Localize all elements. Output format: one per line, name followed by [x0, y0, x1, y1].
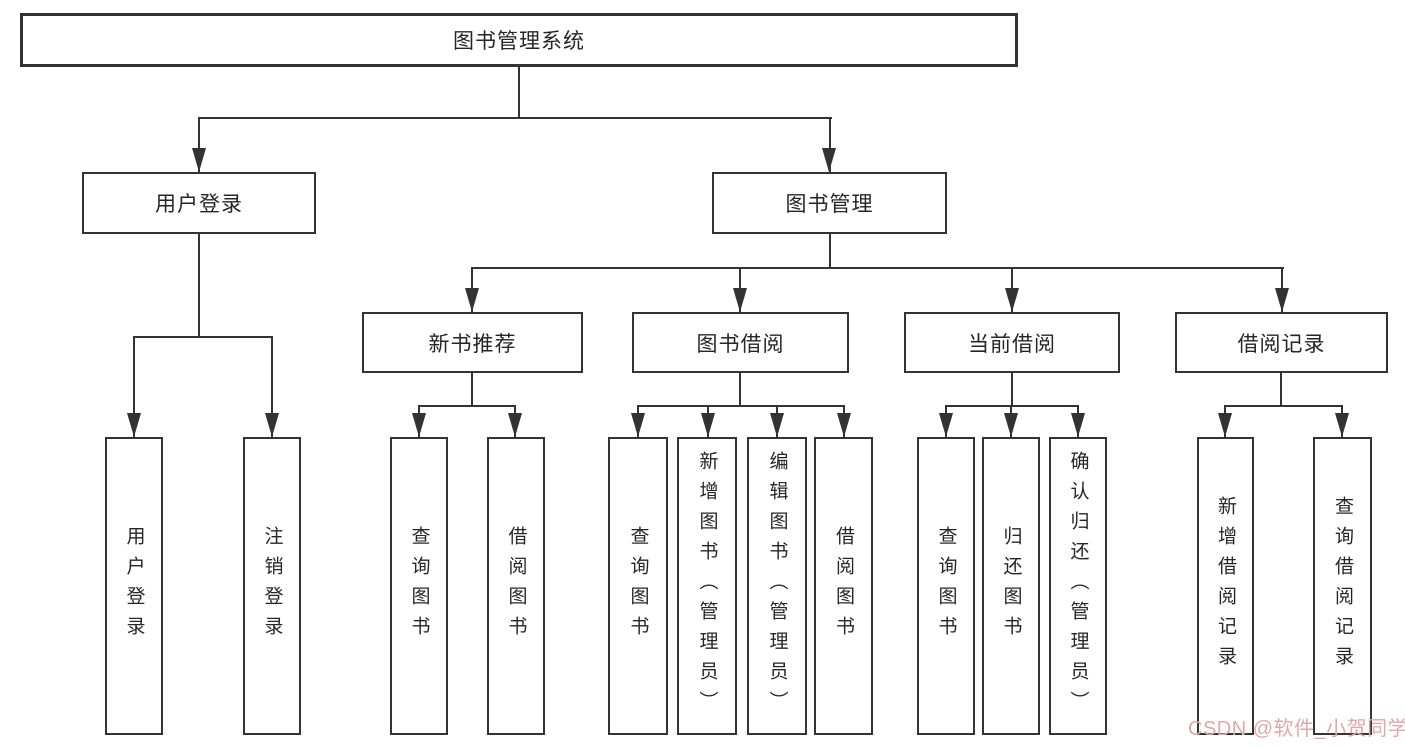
node-new-book-recommend-label: 新书推荐	[428, 332, 517, 356]
connector-line	[518, 67, 520, 118]
leaf-confirm-return-admin: 确认归还（管理员）	[1049, 437, 1107, 735]
connector-line	[198, 117, 200, 172]
leaf-borrow-book: 借阅图书	[814, 437, 873, 735]
connector-line	[418, 405, 516, 407]
connector-line	[1280, 373, 1282, 406]
node-borrow-record-label: 借阅记录	[1237, 332, 1326, 356]
leaf-add-book-admin: 新增图书（管理员）	[677, 437, 737, 735]
arrowhead-icon	[701, 413, 715, 437]
leaf-logout: 注销登录	[243, 437, 301, 735]
leaf-query-book-current: 查询图书	[917, 437, 975, 735]
leaf-query-book-borrow-label: 查询图书	[627, 526, 649, 646]
connector-line	[637, 405, 844, 407]
connector-line	[471, 373, 473, 406]
arrowhead-icon	[1218, 413, 1232, 437]
leaf-query-book-current-label: 查询图书	[935, 526, 957, 646]
connector-line	[133, 336, 135, 437]
leaf-logout-label: 注销登录	[261, 526, 283, 646]
node-root: 图书管理系统	[20, 13, 1018, 67]
node-book-borrow: 图书借阅	[632, 312, 849, 373]
arrowhead-icon	[1071, 413, 1085, 437]
arrowhead-icon	[837, 413, 851, 437]
arrowhead-icon	[770, 413, 784, 437]
leaf-return-book-label: 归还图书	[1000, 526, 1022, 646]
arrowhead-icon	[412, 413, 426, 437]
node-book-borrow-label: 图书借阅	[696, 332, 785, 356]
node-current-borrow-label: 当前借阅	[968, 332, 1056, 356]
leaf-add-borrow-record: 新增借阅记录	[1197, 437, 1254, 735]
leaf-query-book-recommend-label: 查询图书	[408, 526, 430, 646]
arrowhead-icon	[939, 413, 953, 437]
leaf-add-book-admin-label: 新增图书（管理员）	[696, 451, 718, 721]
leaf-return-book: 归还图书	[982, 437, 1040, 735]
node-user-login-label: 用户登录	[155, 193, 243, 216]
connector-line	[133, 336, 273, 338]
connector-line	[829, 117, 831, 172]
node-book-management-label: 图书管理	[785, 193, 874, 216]
leaf-query-book-borrow: 查询图书	[608, 437, 668, 735]
leaf-edit-book-admin: 编辑图书（管理员）	[747, 437, 807, 735]
arrowhead-icon	[1275, 288, 1289, 312]
connector-line	[198, 234, 200, 337]
leaf-query-book-recommend: 查询图书	[390, 437, 448, 735]
leaf-confirm-return-admin-label: 确认归还（管理员）	[1067, 451, 1089, 721]
arrowhead-icon	[1005, 288, 1019, 312]
arrowhead-icon	[508, 413, 522, 437]
leaf-edit-book-admin-label: 编辑图书（管理员）	[766, 451, 788, 721]
arrowhead-icon	[733, 288, 747, 312]
arrowhead-icon	[192, 148, 206, 172]
arrowhead-icon	[465, 288, 479, 312]
connector-line	[198, 117, 832, 119]
connector-line	[945, 405, 1079, 407]
arrowhead-icon	[631, 413, 645, 437]
connector-line	[1011, 373, 1013, 406]
leaf-user-login-label: 用户登录	[123, 526, 145, 646]
node-book-management: 图书管理	[712, 172, 947, 234]
leaf-query-borrow-record-label: 查询借阅记录	[1332, 496, 1353, 676]
csdn-watermark: CSDN @软件_小贺同学	[1188, 718, 1405, 740]
leaf-borrow-book-recommend: 借阅图书	[487, 437, 545, 735]
arrowhead-icon	[822, 148, 836, 172]
leaf-add-borrow-record-label: 新增借阅记录	[1215, 496, 1236, 676]
node-current-borrow: 当前借阅	[904, 312, 1120, 373]
leaf-borrow-book-label: 借阅图书	[833, 526, 854, 646]
connector-line	[739, 373, 741, 406]
connector-line	[829, 234, 831, 268]
connector-line	[471, 267, 1284, 269]
connector-line	[1224, 405, 1342, 407]
connector-line	[271, 336, 273, 437]
arrowhead-icon	[1004, 413, 1018, 437]
leaf-query-borrow-record: 查询借阅记录	[1313, 437, 1372, 735]
node-borrow-record: 借阅记录	[1175, 312, 1388, 373]
arrowhead-icon	[265, 413, 279, 437]
node-user-login: 用户登录	[82, 172, 316, 234]
arrowhead-icon	[1335, 413, 1349, 437]
leaf-user-login: 用户登录	[105, 437, 163, 735]
leaf-borrow-book-recommend-label: 借阅图书	[505, 526, 527, 646]
node-root-label: 图书管理系统	[453, 30, 585, 53]
node-new-book-recommend: 新书推荐	[362, 312, 583, 373]
arrowhead-icon	[127, 413, 141, 437]
